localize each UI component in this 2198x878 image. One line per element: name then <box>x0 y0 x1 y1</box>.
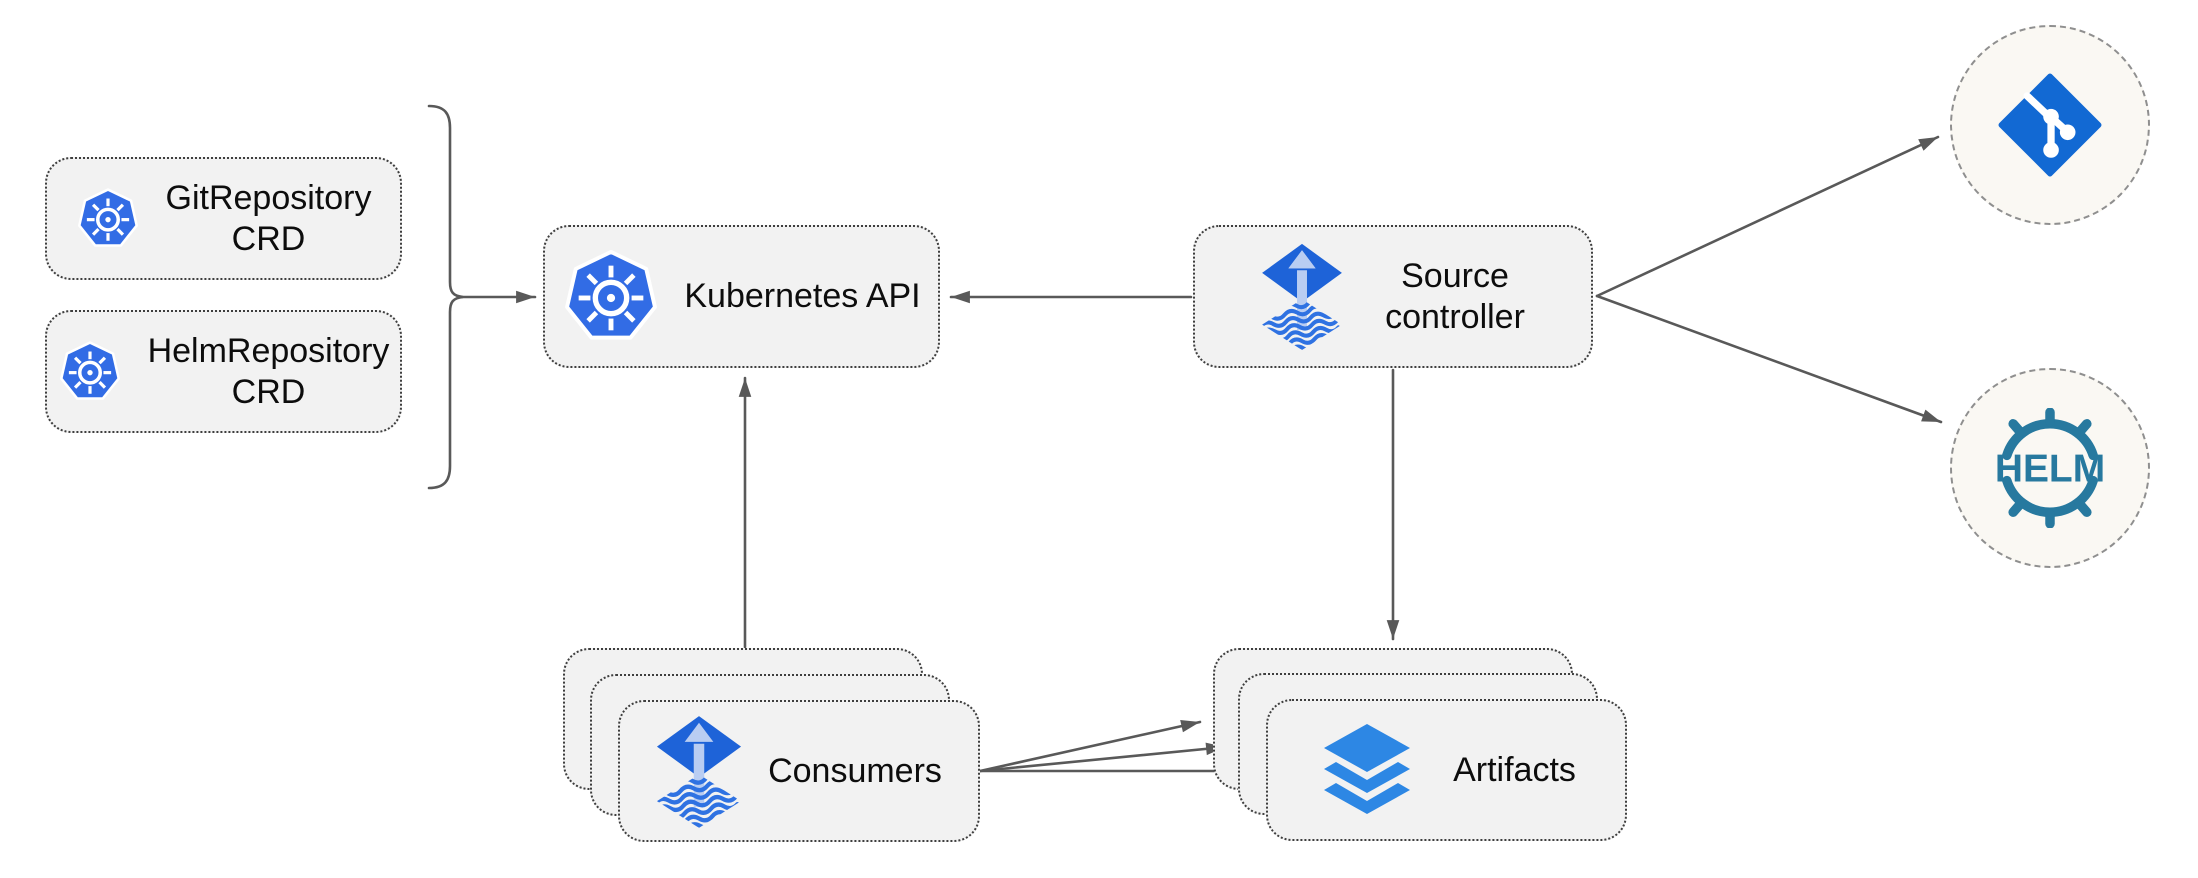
edge-source-controller-to-git <box>1595 135 1940 298</box>
edge-consumers-to-artifacts-2 <box>978 742 1227 773</box>
node-git-remote <box>1950 25 2150 225</box>
flux-source-icon <box>657 715 742 828</box>
node-consumers: Consumers <box>618 700 980 842</box>
node-gitrepository-crd: GitRepository CRD <box>45 157 402 280</box>
kubernetes-icon <box>77 187 138 247</box>
layers-icon <box>1324 724 1411 814</box>
flux-source-icon <box>1262 243 1342 350</box>
helm-wordmark: HELM <box>1995 448 2105 491</box>
node-helmrepository-crd: HelmRepository CRD <box>45 310 402 433</box>
node-source-controller: Source controller <box>1193 225 1593 368</box>
source-controller-label: Source controller <box>1385 257 1525 336</box>
artifacts-label: Artifacts <box>1453 750 1576 789</box>
kubernetes-icon <box>59 340 120 400</box>
gitrepository-crd-label: GitRepository CRD <box>165 179 372 258</box>
crd-grouping-bracket <box>427 104 464 490</box>
node-kubernetes-api: Kubernetes API <box>543 225 940 368</box>
helmrepository-crd-label: HelmRepository CRD <box>147 332 390 411</box>
edge-source-controller-to-helm <box>1595 294 1943 424</box>
node-helm-remote: HELM <box>1950 368 2150 568</box>
consumers-label: Consumers <box>768 751 942 790</box>
edge-consumers-to-artifacts-1 <box>978 719 1202 773</box>
kubernetes-icon <box>565 249 658 340</box>
node-artifacts: Artifacts <box>1266 699 1627 841</box>
git-icon <box>1998 73 2102 177</box>
helm-icon: HELM <box>1995 408 2105 528</box>
kubernetes-api-label: Kubernetes API <box>684 277 921 316</box>
